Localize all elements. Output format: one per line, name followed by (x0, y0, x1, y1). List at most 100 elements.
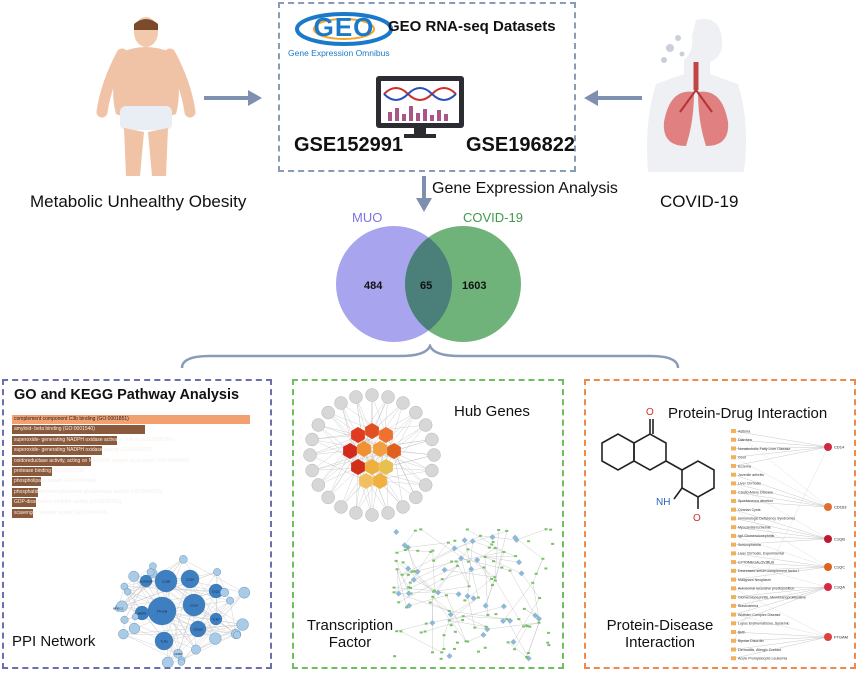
tf-node (483, 646, 487, 649)
dd-edge (733, 636, 829, 641)
tf-edge (396, 569, 399, 594)
go-bar-chart: complement component C3b binding (GO:000… (12, 415, 250, 519)
hub-gene-node (365, 423, 379, 439)
tf-edge (514, 626, 528, 650)
tf-node (546, 641, 550, 644)
go-ppi-panel: GO and KEGG Pathway Analysis complement … (2, 379, 272, 669)
tf-node (405, 565, 412, 572)
go-bar: phosphatidylinositol phosphate phosphata… (12, 487, 163, 497)
dd-edge (733, 430, 829, 448)
hub-outer-node (425, 432, 439, 447)
tf-title-line2: Factor (328, 634, 372, 651)
ppi-edge (183, 559, 245, 593)
dd-edge (733, 614, 829, 638)
disease-label: Gout (738, 456, 746, 460)
dd-edges (733, 430, 829, 659)
tf-edge (413, 561, 452, 580)
go-bar: superoxide- generating NADPH oxidase act… (12, 446, 153, 456)
dd-edge (733, 586, 829, 589)
tf-node (461, 615, 465, 618)
disease-label: Ovarian Cysts (738, 508, 761, 512)
tf-edge (454, 530, 507, 549)
ppi-node-label: FTGAM (157, 610, 168, 614)
tf-node (447, 611, 454, 618)
ppi-edge (121, 559, 184, 607)
tf-node (518, 570, 525, 577)
hub-outer-node (365, 508, 379, 522)
tf-edge (407, 542, 449, 548)
disease-node (731, 472, 736, 477)
tf-node (493, 576, 497, 579)
geo-logo-graphic (295, 12, 393, 46)
tf-node (401, 561, 405, 564)
dd-edge (733, 561, 829, 568)
hub-gene-node (351, 459, 365, 475)
tf-node (476, 596, 480, 599)
disease-label: Immunologic Deficiency Syndromes (738, 517, 795, 521)
tf-node (502, 550, 506, 553)
disease-label: Cardio Artery Disease (738, 490, 773, 494)
tf-node (413, 529, 417, 532)
protein-target-label: CD163 (834, 505, 847, 510)
ppi-node (162, 656, 174, 667)
ppi-node-label: TLR2 (160, 640, 168, 644)
disease-node (731, 525, 736, 530)
tf-node (507, 617, 514, 624)
dd-edge (733, 553, 829, 568)
tf-node (461, 537, 468, 544)
disease-node (731, 507, 736, 512)
ppi-node (131, 613, 139, 621)
disease-node (731, 638, 736, 643)
dd-edge (733, 631, 829, 638)
dd-edge (733, 586, 829, 615)
tf-node (500, 603, 507, 610)
hub-outer-node (334, 396, 348, 410)
tf-node (452, 647, 456, 650)
go-bar: phospholipase activity (GO:0016462) (12, 477, 97, 487)
tf-edge (480, 535, 517, 541)
dd-edge (733, 430, 829, 508)
tf-edge (396, 569, 407, 608)
hub-edge (385, 412, 416, 468)
dd-edge (733, 509, 829, 568)
ppi-node (209, 612, 223, 626)
tf-node (492, 560, 496, 563)
dd-edge (733, 446, 829, 641)
tf-edge (413, 571, 435, 591)
disease-label: Liver Cirrhosis, Experimental (738, 552, 784, 556)
right-condition-label: COVID-19 (660, 192, 739, 211)
tf-node (463, 599, 467, 602)
dd-edge (733, 483, 829, 508)
geo-logo: GEO Gene Expression Omnibus (288, 10, 400, 60)
tf-node (482, 602, 489, 609)
tf-node (493, 547, 497, 550)
tf-node (464, 593, 471, 600)
protein-target-node (824, 535, 832, 543)
hub-outer-node (418, 478, 433, 492)
tf-edge (432, 596, 450, 612)
ppi-edge (229, 600, 237, 635)
hub-edge (312, 434, 359, 471)
hub-edge (371, 412, 416, 468)
disease-label: Liver Cirrhosis (738, 482, 761, 486)
dd-edge (733, 474, 829, 508)
ppi-node (219, 587, 229, 597)
tf-edge (396, 560, 434, 592)
disease-node (731, 595, 736, 600)
dd-edge (733, 566, 829, 580)
arrow-geo-to-venn (416, 176, 432, 212)
tf-edge (449, 597, 479, 621)
tf-edge (398, 579, 443, 603)
tf-node (522, 625, 526, 628)
ppi-node-label: CD14 (190, 604, 198, 608)
tf-node (430, 651, 434, 654)
ppi-node (226, 596, 234, 605)
drug-title: Protein-Drug Interaction (668, 405, 828, 422)
dataset-left: GSE152991 (294, 134, 403, 156)
hub-title: Hub Genes (454, 403, 530, 420)
tf-node (429, 550, 433, 553)
tf-node (461, 619, 465, 622)
tf-node (458, 555, 465, 562)
hub-edge (379, 480, 426, 486)
